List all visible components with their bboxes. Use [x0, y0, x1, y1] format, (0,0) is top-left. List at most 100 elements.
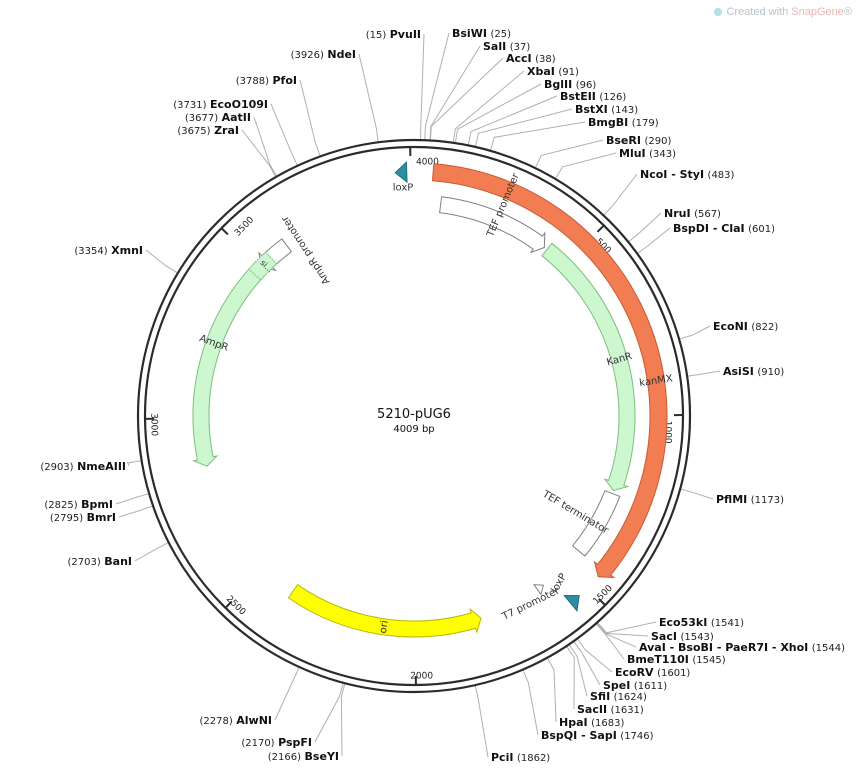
site-position: (1862)	[517, 753, 550, 764]
site-label-bspdi-clai: BspDI - ClaI (601)	[673, 222, 775, 235]
site-name: BmgBI	[588, 116, 628, 129]
site-label-nmeaiii: (2903) NmeAIII	[40, 460, 126, 473]
site-label-ncoi-styi: NcoI - StyI (483)	[640, 168, 735, 181]
plasmid-length: 4009 bp	[393, 424, 434, 435]
feature-ori	[287, 584, 482, 638]
site-leader-pcii	[474, 685, 489, 758]
site-name: AccI	[506, 52, 532, 65]
site-position: (1544)	[812, 643, 845, 654]
snapgene-logo-icon	[714, 8, 723, 17]
site-name: SfiI	[590, 690, 610, 703]
site-leader-zrai	[241, 129, 277, 178]
site-label-mlui: MluI (343)	[619, 147, 676, 160]
site-leader-acci	[429, 57, 504, 141]
site-leader-pvuii	[419, 33, 425, 141]
site-label-pflmi: PflMI (1173)	[716, 493, 784, 506]
site-name: BspDI - ClaI	[673, 222, 745, 235]
site-name: SpeI	[603, 679, 630, 692]
site-leader-sali	[429, 45, 481, 141]
site-leader-bspdi-clai	[636, 227, 671, 255]
restriction-site-labels: (15) PvuII(3926) NdeI(3788) PfoI(3731) E…	[40, 27, 845, 764]
site-leader-bmgbi	[489, 121, 586, 151]
site-label-bani: (2703) BanI	[68, 555, 133, 568]
site-name: NmeAIII	[77, 460, 126, 473]
site-name: XmnI	[111, 244, 143, 257]
site-label-sfii: SfiI (1624)	[590, 690, 647, 703]
site-label-sali: SalI (37)	[483, 40, 530, 53]
feature-label-ori: ori	[378, 620, 391, 634]
site-position: (2825)	[44, 500, 77, 511]
scale-tick-mark	[596, 225, 604, 233]
site-name: EcoNI	[713, 320, 748, 333]
site-position: (91)	[558, 67, 579, 78]
backbone-outer-circle	[136, 138, 692, 694]
site-position: (1543)	[680, 632, 713, 643]
site-leader-nmeaiii	[127, 460, 142, 467]
site-position: (1631)	[611, 705, 644, 716]
snapgene-watermark: Created with SnapGene®	[714, 6, 852, 18]
site-leader-lines	[115, 32, 721, 758]
site-label-bseri: BseRI (290)	[606, 134, 671, 147]
site-position: (1746)	[620, 731, 653, 742]
site-label-econi: EcoNI (822)	[713, 320, 778, 333]
site-label-ecorv: EcoRV (1601)	[615, 666, 690, 679]
site-position: (3677)	[185, 113, 218, 124]
site-name: AsiSI	[723, 365, 754, 378]
site-position: (822)	[751, 322, 778, 333]
scale-tick-label: 4000	[416, 157, 439, 167]
feature-loxp-bottom	[563, 594, 580, 612]
site-label-bmri: (2795) BmrI	[50, 511, 116, 524]
site-name: PflMI	[716, 493, 747, 506]
site-position: (2278)	[199, 716, 232, 727]
site-name: BseRI	[606, 134, 641, 147]
watermark-prefix: Created with	[726, 6, 792, 18]
site-name: BglII	[544, 78, 572, 91]
site-leader-spei	[573, 640, 601, 686]
site-leader-ecorv	[576, 638, 613, 673]
site-position: (3731)	[173, 100, 206, 111]
site-leader-bsteii	[467, 95, 558, 146]
site-label-nrui: NruI (567)	[664, 207, 721, 220]
site-label-aatii: (3677) AatII	[185, 111, 251, 124]
site-position: (1611)	[634, 681, 667, 692]
site-label-eco53ki: Eco53kI (1541)	[659, 616, 744, 629]
site-name: PvuII	[390, 28, 421, 41]
site-leader-ncoi-styi	[603, 173, 638, 216]
site-name: NdeI	[327, 48, 356, 61]
site-name: PciI	[491, 751, 513, 764]
site-position: (37)	[510, 42, 531, 53]
site-name: PspFI	[278, 736, 312, 749]
site-position: (3354)	[74, 246, 107, 257]
site-position: (2166)	[268, 752, 301, 763]
site-label-bmet110i: BmeT110I (1545)	[627, 653, 726, 666]
site-label-asisi: AsiSI (910)	[723, 365, 784, 378]
site-leader-econi	[678, 325, 711, 340]
site-position: (1545)	[692, 655, 725, 666]
plasmid-name: 5210-pUG6	[377, 407, 451, 422]
site-leader-ecoo109i	[270, 103, 298, 166]
site-label-xmni: (3354) XmnI	[74, 244, 143, 257]
site-name: BspQI - SapI	[541, 729, 617, 742]
site-leader-ndei	[358, 53, 379, 143]
site-position: (483)	[708, 170, 735, 181]
site-name: BmeT110I	[627, 653, 689, 666]
site-name: SacI	[651, 630, 677, 643]
site-position: (96)	[576, 80, 597, 91]
site-position: (343)	[649, 149, 676, 160]
site-label-alwni: (2278) AlwNI	[199, 714, 272, 727]
site-name: XbaI	[527, 65, 555, 78]
site-leader-xbai	[452, 70, 525, 143]
scale-tick-label: 3000	[148, 413, 158, 436]
site-name: EcoRV	[615, 666, 654, 679]
site-name: BpmI	[81, 498, 113, 511]
site-leader-bsiwi	[424, 32, 450, 141]
feature-t7-promoter	[532, 584, 545, 596]
site-leader-xmni	[145, 249, 179, 274]
scale-tick-label: 1000	[662, 421, 672, 444]
scale-tick-label: 3500	[233, 215, 256, 239]
site-position: (290)	[644, 136, 671, 147]
site-leader-sacii	[566, 645, 575, 710]
site-leader-bmri	[118, 505, 154, 518]
site-name: SalI	[483, 40, 506, 53]
